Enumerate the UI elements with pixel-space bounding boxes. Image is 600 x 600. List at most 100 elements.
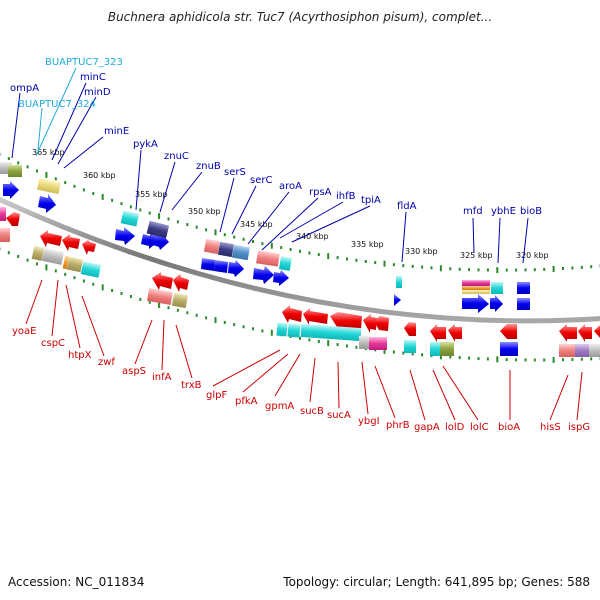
major-tick xyxy=(552,356,555,363)
gene-label-sucA: sucA xyxy=(327,410,351,421)
minor-tick xyxy=(111,198,114,202)
minor-tick xyxy=(355,258,358,262)
minor-tick xyxy=(477,357,480,361)
minor-tick xyxy=(26,258,29,262)
tick-label: 365 kbp xyxy=(32,148,65,157)
tick-label: 335 kbp xyxy=(351,240,384,249)
forward-gene-arrow xyxy=(201,258,215,271)
gene-label-aroA: aroA xyxy=(279,181,302,192)
minor-tick xyxy=(590,265,593,269)
minor-tick xyxy=(562,267,564,270)
map-title: Buchnera aphidicola str. Tuc7 (Acyrthosi… xyxy=(107,10,493,24)
reverse-gene-arrow xyxy=(152,272,173,290)
minor-tick xyxy=(308,338,311,342)
forward-gene-arrow xyxy=(38,194,56,213)
major-tick xyxy=(158,302,161,308)
minor-tick xyxy=(346,257,348,261)
minor-tick xyxy=(515,358,518,362)
genome-summary-text: Topology: circular; Length: 641,895 bp; … xyxy=(283,575,590,589)
major-tick xyxy=(101,193,104,200)
gene-label-ispG: ispG xyxy=(568,422,590,433)
forward-gene-arrow xyxy=(273,270,289,286)
minor-tick xyxy=(364,260,367,263)
tick-label: 340 kbp xyxy=(296,232,329,241)
reverse-gene-labels: yoaE cspC htpX zwf aspS infA trxB glpF p… xyxy=(12,326,590,433)
minor-tick xyxy=(120,202,123,206)
reverse-gene-arrows xyxy=(6,212,600,342)
gene-label-mfd: mfd xyxy=(463,206,483,217)
gene-label-BUAPTUC7_324: BUAPTUC7_324 xyxy=(18,99,96,110)
major-tick xyxy=(101,284,104,291)
tick-label: 350 kbp xyxy=(188,207,221,216)
minor-tick xyxy=(223,233,226,237)
minor-tick xyxy=(317,253,320,257)
minor-tick xyxy=(176,220,179,224)
tick-label: 325 kbp xyxy=(460,251,493,260)
gene-label-gapA: gapA xyxy=(414,422,440,433)
major-tick xyxy=(270,329,273,336)
minor-tick xyxy=(308,251,311,255)
minor-tick xyxy=(17,161,20,165)
gene-label-aspS: aspS xyxy=(122,366,146,377)
minor-tick xyxy=(54,177,57,181)
minor-tick xyxy=(299,249,301,253)
forward-gene-arrow xyxy=(228,260,244,277)
minor-tick xyxy=(82,279,85,283)
reverse-gene-arrow xyxy=(430,324,446,342)
minor-tick xyxy=(571,358,574,361)
minor-tick xyxy=(195,313,198,317)
gene-label-ihfB: ihfB xyxy=(336,191,356,202)
minor-tick xyxy=(392,263,395,267)
gene-label-bioB: bioB xyxy=(520,206,542,217)
gene-label-rpsA: rpsA xyxy=(309,187,332,198)
gene-label-phrB: phrB xyxy=(386,420,410,431)
minor-tick xyxy=(486,268,489,272)
reverse-gene-arrow xyxy=(578,324,592,342)
minor-tick xyxy=(402,351,405,355)
minor-tick xyxy=(261,329,264,333)
minor-tick xyxy=(458,267,461,271)
minor-tick xyxy=(129,205,132,209)
gene-label-serC: serC xyxy=(250,175,272,186)
gene-label-znuC: znuC xyxy=(164,151,189,162)
gene-label-hisS: hisS xyxy=(540,422,561,433)
reverse-gene-arrow xyxy=(559,324,577,342)
minor-tick xyxy=(64,272,67,276)
gene-label-trxB: trxB xyxy=(181,380,202,391)
minor-tick xyxy=(580,357,583,361)
tick-label: 345 kbp xyxy=(240,220,273,229)
minor-tick xyxy=(543,358,546,362)
minor-tick xyxy=(515,268,518,272)
reverse-gene-arrow xyxy=(500,324,517,339)
minor-tick xyxy=(449,355,452,359)
minor-tick xyxy=(533,358,536,362)
minor-tick xyxy=(73,276,76,280)
minor-tick xyxy=(148,211,151,215)
minor-tick xyxy=(186,311,189,315)
minor-tick xyxy=(533,268,536,272)
forward-gene-arrow xyxy=(462,294,489,313)
scale-labels: 365 kbp 360 kbp 355 kbp 350 kbp 345 kbp … xyxy=(32,148,549,260)
minor-tick xyxy=(233,323,236,327)
major-tick xyxy=(158,213,161,220)
minor-tick xyxy=(346,344,348,348)
gene-label-serS: serS xyxy=(224,167,246,178)
gene-label-minC: minC xyxy=(80,72,106,83)
outer-tick-ring xyxy=(0,152,600,274)
tick-label: 355 kbp xyxy=(135,190,168,199)
reverse-gene-arrow xyxy=(303,308,328,325)
minor-tick xyxy=(120,292,123,295)
minor-tick xyxy=(242,237,245,241)
major-tick xyxy=(45,171,48,178)
minor-tick xyxy=(411,352,414,356)
gene-label-htpX: htpX xyxy=(68,350,92,361)
gene-label-lolD: lolD xyxy=(445,422,465,433)
minor-tick xyxy=(468,268,471,272)
reverse-cog-boxes xyxy=(0,207,600,357)
minor-tick xyxy=(92,192,95,195)
gene-label-bioA: bioA xyxy=(498,422,520,433)
minor-tick xyxy=(392,350,395,354)
minor-tick xyxy=(139,208,142,212)
minor-tick xyxy=(176,308,179,312)
